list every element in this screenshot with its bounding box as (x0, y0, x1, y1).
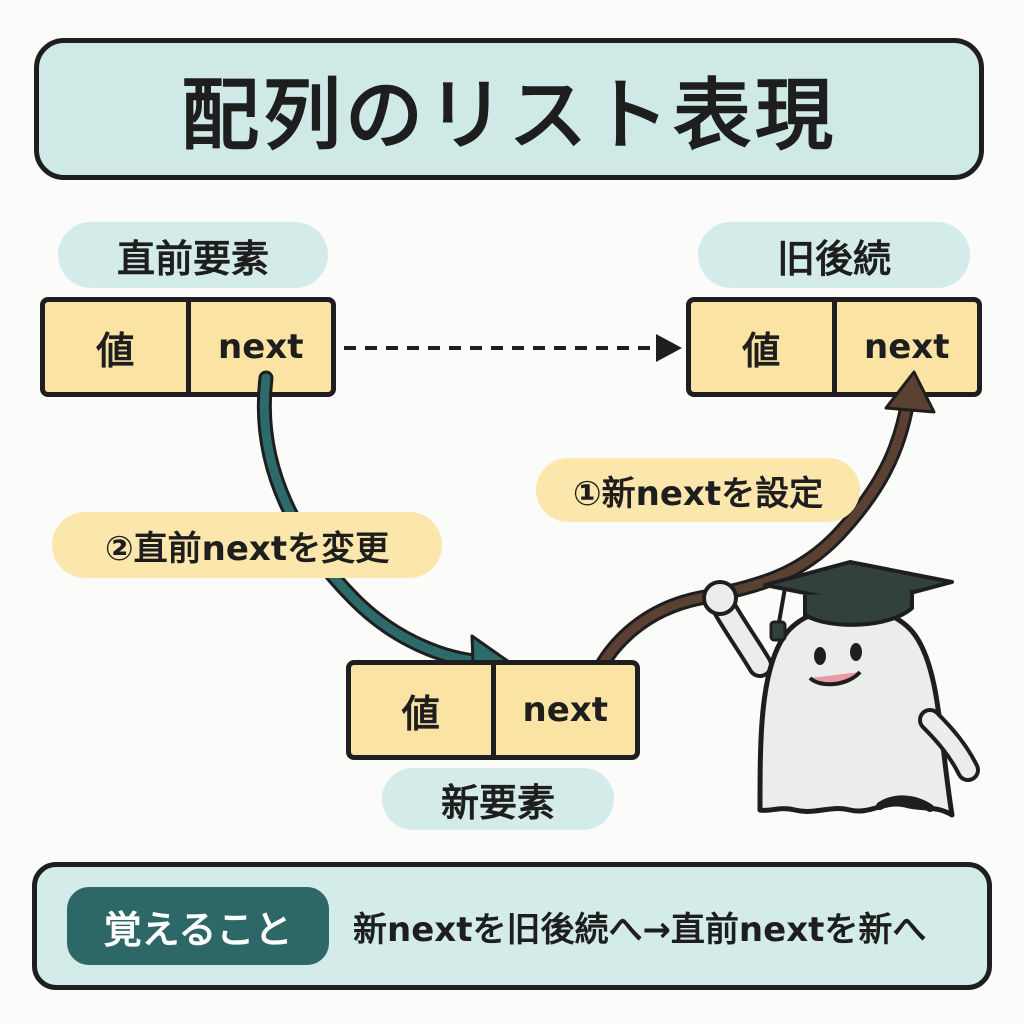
node-prev-element: 値 next (40, 297, 336, 397)
memo-text: 新nextを旧後続へ→直前nextを新へ (353, 909, 927, 950)
page-title: 配列のリスト表現 (180, 71, 837, 161)
label-prev-element: 直前要素 (58, 222, 328, 288)
node-new-value-cell: 値 (401, 691, 440, 736)
brown-arrow-head (884, 370, 936, 414)
title-banner: 配列のリスト表現 (34, 38, 984, 180)
node-old-next-cell: next (831, 302, 978, 392)
step-1-label: ①新nextを設定 (536, 458, 860, 522)
node-prev-next-cell: next (185, 302, 332, 392)
node-new-element: 値 next (346, 660, 640, 760)
node-prev-value-cell: 値 (96, 328, 135, 373)
ghost-mouth (808, 670, 862, 687)
label-new-element: 新要素 (382, 768, 614, 830)
node-new-next-cell: next (490, 665, 636, 755)
dashed-old-link-head (656, 334, 682, 362)
ghost-mascot (702, 560, 980, 818)
ghost-right-eye (850, 643, 862, 661)
node-old-successor: 値 next (686, 297, 982, 397)
memo-box: 覚えること 新nextを旧後続へ→直前nextを新へ (32, 862, 992, 990)
memo-tag: 覚えること (67, 887, 329, 965)
step-2-label: ②直前nextを変更 (52, 512, 442, 578)
node-old-value-cell: 値 (742, 328, 781, 373)
label-old-successor: 旧後続 (698, 222, 970, 288)
ghost-hand (702, 580, 738, 616)
ghost-left-eye (814, 647, 826, 665)
